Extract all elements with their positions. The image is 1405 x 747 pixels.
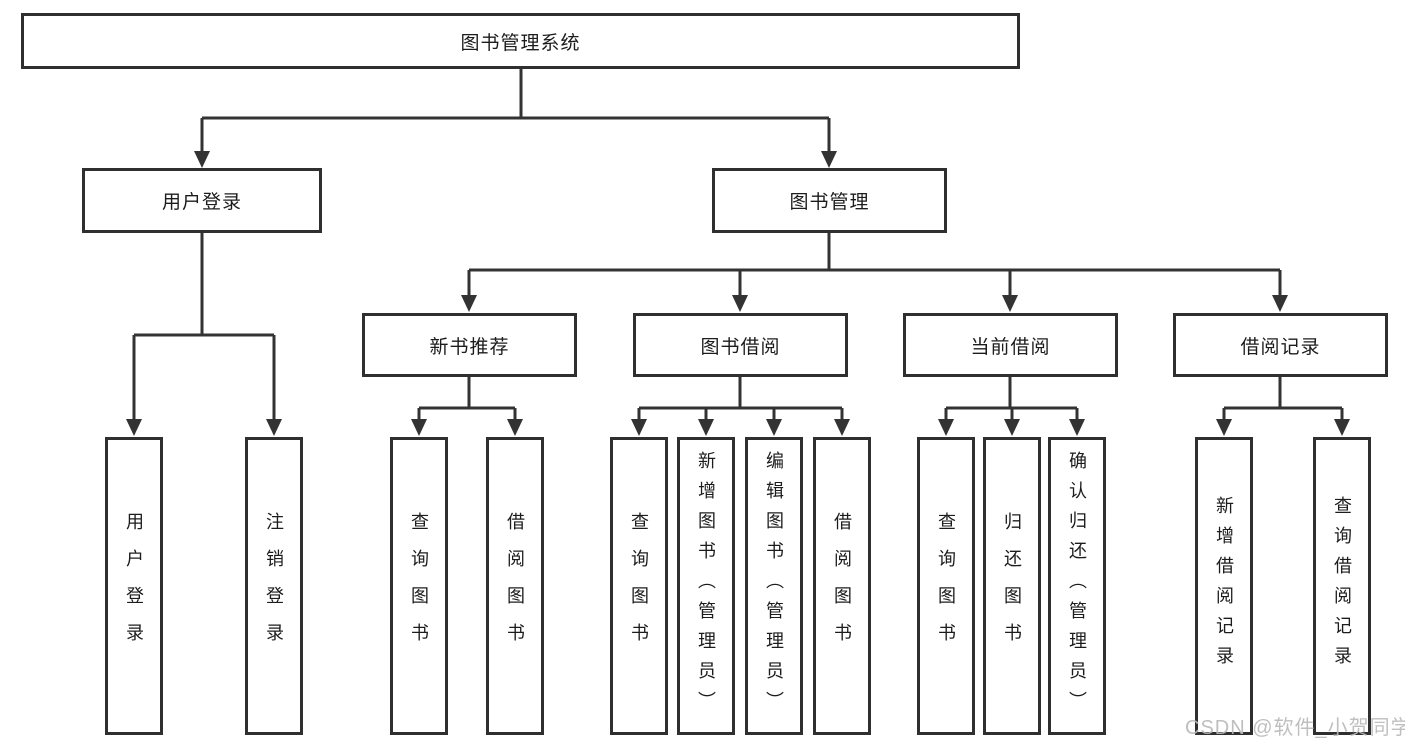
- node-book-borrowing: 图书借阅: [633, 313, 848, 377]
- node-label: 新书推荐: [429, 336, 510, 358]
- leaf-edit-books-admin: 编辑图书（管理员）: [745, 437, 803, 735]
- leaf-label: 编辑图书（管理员）: [764, 451, 784, 721]
- leaf-label: 借阅图书: [832, 512, 852, 660]
- node-book-management: 图书管理: [712, 168, 947, 233]
- leaf-query-books-current: 查询图书: [917, 437, 975, 735]
- node-new-book-recommendation: 新书推荐: [362, 313, 577, 377]
- leaf-label: 查询图书: [936, 512, 956, 660]
- node-borrowing-records: 借阅记录: [1173, 313, 1388, 377]
- leaf-confirm-return-admin: 确认归还（管理员）: [1048, 437, 1106, 735]
- leaf-label: 注销登录: [264, 512, 284, 660]
- leaf-add-books-admin: 新增图书（管理员）: [677, 437, 735, 735]
- leaf-label: 用户登录: [124, 512, 144, 660]
- leaf-borrow-books-recommend: 借阅图书: [486, 437, 544, 735]
- leaf-query-borrow-record: 查询借阅记录: [1313, 437, 1371, 735]
- node-label: 图书借阅: [700, 336, 781, 358]
- leaf-label: 确认归还（管理员）: [1067, 451, 1087, 721]
- node-label: 图书管理系统: [460, 32, 581, 54]
- leaf-label: 新增借阅记录: [1214, 496, 1234, 676]
- csdn-watermark: CSDN @软件_小贺同学: [1185, 717, 1405, 739]
- leaf-borrow-books: 借阅图书: [813, 437, 871, 735]
- node-user-login: 用户登录: [82, 168, 322, 233]
- node-label: 借阅记录: [1240, 336, 1321, 358]
- leaf-label: 查询图书: [409, 512, 429, 660]
- leaf-query-books-recommend: 查询图书: [390, 437, 448, 735]
- leaf-label: 查询图书: [629, 512, 649, 660]
- leaf-user-login: 用户登录: [105, 437, 163, 735]
- leaf-logout: 注销登录: [245, 437, 303, 735]
- node-current-borrowing: 当前借阅: [903, 313, 1118, 377]
- leaf-label: 查询借阅记录: [1332, 496, 1352, 676]
- leaf-return-books: 归还图书: [983, 437, 1041, 735]
- node-label: 图书管理: [789, 192, 870, 213]
- leaf-label: 归还图书: [1002, 512, 1022, 660]
- node-label: 用户登录: [161, 192, 242, 213]
- leaf-label: 新增图书（管理员）: [696, 451, 716, 721]
- node-root-library-management-system: 图书管理系统: [21, 13, 1020, 69]
- leaf-query-books-borrow: 查询图书: [610, 437, 668, 735]
- leaf-label: 借阅图书: [505, 512, 525, 660]
- node-label: 当前借阅: [970, 336, 1051, 358]
- leaf-add-borrow-record: 新增借阅记录: [1195, 437, 1253, 735]
